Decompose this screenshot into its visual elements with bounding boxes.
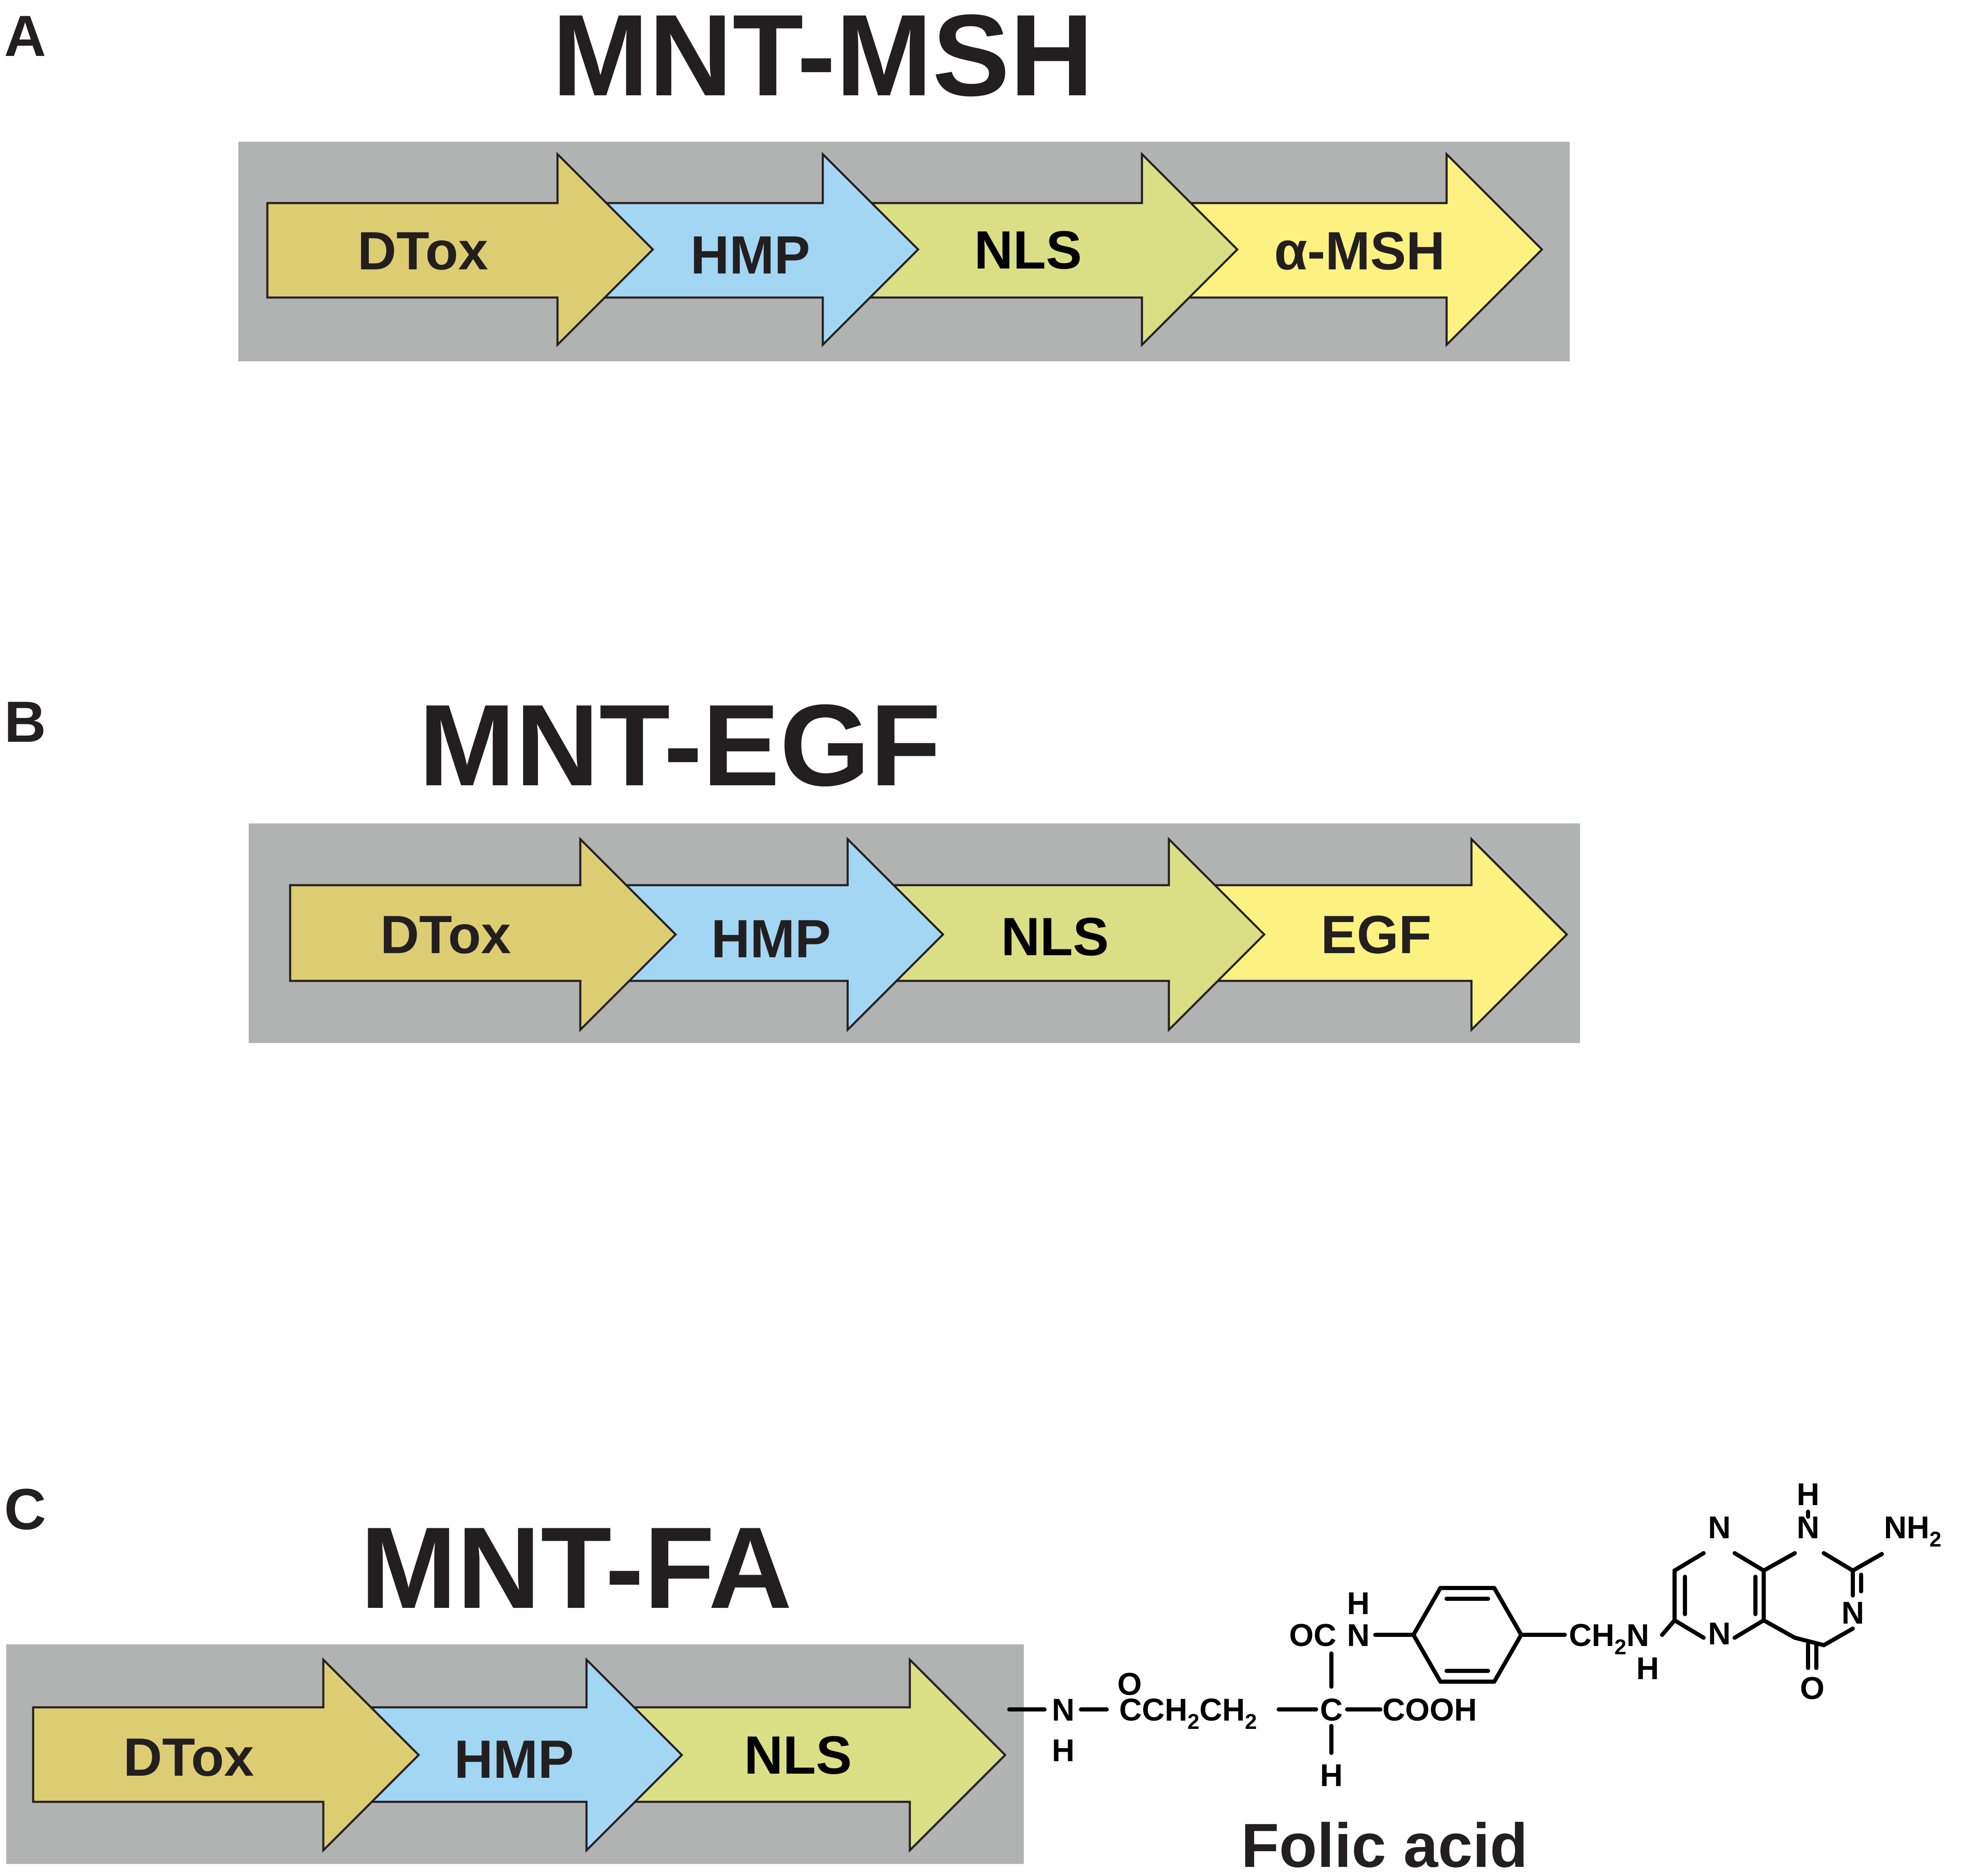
chain-sub-2: 2	[1245, 1710, 1257, 1734]
hmp-arrow-c	[355, 1657, 684, 1853]
pyrazine-bond-5	[1733, 1618, 1766, 1640]
pyrazine-bond-2	[1673, 1551, 1706, 1573]
nls-label-b: NLS	[1001, 906, 1109, 967]
nls-arrow-c	[621, 1657, 1007, 1853]
bond-n-pteridine	[1660, 1618, 1677, 1637]
pyrimidine-bond-1	[1762, 1551, 1797, 1573]
ch2n-n: N	[1626, 1618, 1649, 1653]
egf-label: EGF	[1321, 904, 1431, 965]
nls-label-a: NLS	[974, 220, 1082, 280]
dtox-arrow-b	[289, 836, 677, 1033]
hmp-arrow-a	[596, 151, 920, 348]
dtox-label-b: DTox	[380, 904, 511, 965]
benz-amide-n: N	[1347, 1618, 1370, 1653]
chain-cch: CCH2CH2	[1119, 1692, 1257, 1734]
pteridine-n4: N	[1708, 1616, 1731, 1651]
panel-c: C MNT-FA DTox HMP NLS N H O CCH2CH2 C H …	[4, 1477, 1942, 1876]
panel-c-title: MNT-FA	[360, 1503, 792, 1633]
cooh: COOH	[1382, 1692, 1477, 1728]
dtox-label-a: DTox	[357, 220, 488, 281]
panel-letter-b: B	[4, 689, 46, 754]
panel-a-title: MNT-MSH	[552, 0, 1093, 120]
panel-b-title: MNT-EGF	[419, 681, 941, 810]
pyrazine-bond-3	[1733, 1551, 1766, 1573]
pteridine-n3: N	[1842, 1595, 1864, 1631]
panel-letter-a: A	[4, 3, 46, 68]
link-h: H	[1636, 1651, 1659, 1686]
benzene-ring	[1411, 1586, 1523, 1684]
dtox-arrow-a	[266, 151, 654, 348]
carbonyl-o: O	[1117, 1667, 1142, 1702]
panel-b: B MNT-EGF DTox HMP NLS EGF	[4, 681, 1580, 1043]
ch2n-label: CH2N	[1569, 1618, 1649, 1659]
chain-ch-text: CH	[1200, 1692, 1245, 1728]
hmp-label-a: HMP	[691, 225, 810, 285]
alpha-msh-arrow	[1188, 151, 1544, 348]
pyrimidine-bond-4	[1822, 1627, 1855, 1647]
ketone-o: O	[1800, 1671, 1824, 1706]
bond-c-nh2	[1851, 1552, 1884, 1573]
chain-cch-text: CCH	[1119, 1692, 1188, 1728]
amide-n: N	[1052, 1692, 1075, 1728]
pteridine-h: H	[1797, 1477, 1820, 1512]
oc-label: OC	[1289, 1618, 1336, 1653]
folic-acid-label: Folic acid	[1241, 1811, 1528, 1876]
hmp-label-b: HMP	[711, 908, 831, 969]
panel-letter-c: C	[4, 1477, 46, 1542]
chain-sub-1: 2	[1188, 1710, 1200, 1734]
hmp-label-c: HMP	[454, 1729, 574, 1789]
nh2-label: NH2	[1884, 1510, 1942, 1552]
alpha-msh-label: α-MSH	[1274, 220, 1445, 281]
nls-arrow-b	[869, 836, 1266, 1033]
pyrazine-bond-6	[1673, 1618, 1706, 1640]
benz-amide-h: H	[1347, 1586, 1370, 1621]
dtox-label-c: DTox	[123, 1727, 254, 1787]
egf-arrow	[1197, 836, 1568, 1033]
pyrimidine-bond-6	[1762, 1618, 1797, 1640]
panel-a: A MNT-MSH DTox HMP NLS α-MSH	[4, 0, 1570, 361]
nh2-sub: 2	[1929, 1527, 1942, 1552]
alpha-c: C	[1320, 1692, 1343, 1728]
hmp-arrow-b	[612, 836, 945, 1033]
alpha-h: H	[1320, 1758, 1343, 1793]
ch2n-sub: 2	[1614, 1635, 1626, 1659]
amide-h: H	[1052, 1733, 1075, 1768]
pyrimidine-bond-5	[1793, 1636, 1826, 1647]
ch2n-text: CH	[1569, 1618, 1614, 1653]
folic-acid-structure: N H O CCH2CH2 C H COOH OC N H CH2N H	[1007, 1477, 1942, 1876]
nh2-text: NH	[1884, 1510, 1929, 1545]
pteridine-n1: N	[1708, 1510, 1731, 1545]
nls-arrow-a	[869, 151, 1239, 348]
pyrimidine-bond-2	[1822, 1551, 1855, 1573]
dtox-arrow-c	[32, 1657, 420, 1853]
nls-label-c: NLS	[744, 1725, 852, 1785]
